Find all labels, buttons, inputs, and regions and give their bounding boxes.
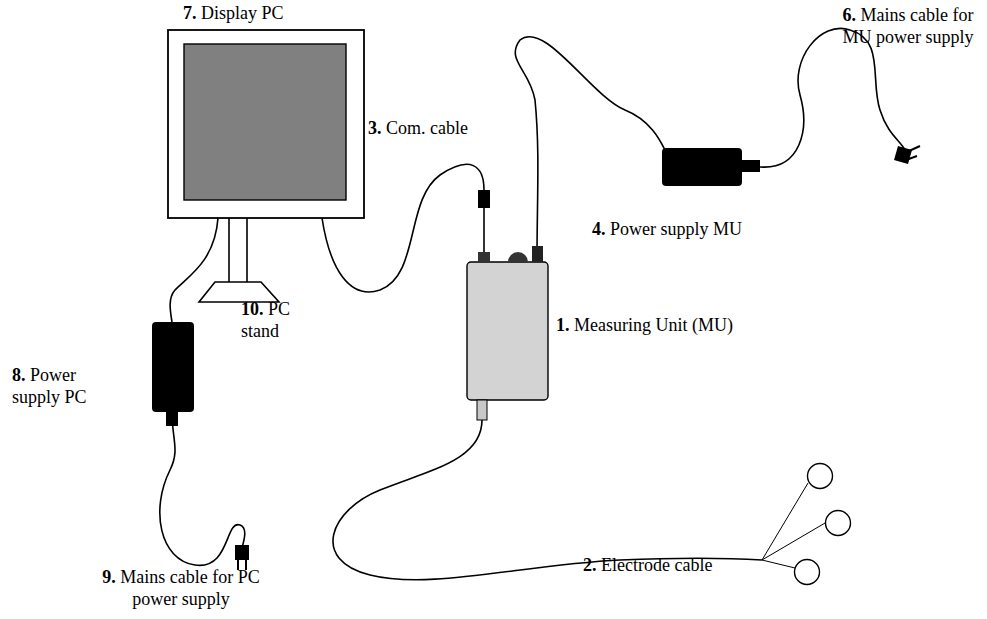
callout-number: 2. (583, 555, 597, 575)
stand-pole (229, 218, 247, 282)
part-name: Com. cable (386, 118, 468, 138)
callout-number: 4. (592, 219, 606, 239)
electrode-leads (762, 483, 825, 568)
part-label: 4. Power supply MU (592, 218, 792, 240)
callout-number: 7. (183, 3, 197, 23)
com-socket (478, 252, 490, 262)
part-label: 6. Mains cable for MU power supply (832, 4, 984, 48)
pc-power-cable (170, 218, 218, 322)
part-label: 1. Measuring Unit (MU) (556, 314, 776, 336)
callout-number: 9. (102, 567, 116, 587)
callout-number: 8. (12, 365, 26, 385)
mains-plug (894, 146, 912, 164)
callout-number: 1. (556, 315, 570, 335)
part-label: 8. Power supply PC (12, 364, 98, 408)
part-name: Display PC (201, 3, 284, 23)
electrode-connector (477, 400, 487, 420)
mu-power-supply (662, 148, 742, 186)
callout-number: 10. (241, 299, 264, 319)
part-name: Measuring Unit (MU) (574, 315, 733, 335)
electrode-cable (333, 420, 762, 580)
electrode (795, 560, 820, 585)
dc-plug (742, 160, 760, 172)
callout-number: 6. (843, 5, 857, 25)
stand-base (199, 282, 279, 302)
part-label: 3. Com. cable (368, 117, 498, 139)
part-name: Electrode cable (601, 555, 712, 575)
monitor-frame (168, 30, 364, 218)
mu-mains-cable (760, 28, 905, 167)
part-label: 7. Display PC (183, 2, 383, 24)
measuring-unit (467, 262, 548, 400)
plug-prongs (906, 146, 920, 160)
part-name: Power supply MU (610, 219, 742, 239)
pc-power-supply (152, 322, 194, 412)
part-name: Mains cable for PC power supply (120, 567, 259, 609)
power-plug (532, 246, 543, 262)
callout-number: 3. (368, 118, 382, 138)
electrode (826, 511, 851, 536)
pc-mains-cable (160, 412, 245, 565)
switch-knob (508, 252, 528, 262)
mains-plug (235, 545, 249, 560)
part-label: 2. Electrode cable (583, 554, 783, 576)
monitor-screen (184, 44, 346, 200)
electrode (808, 464, 833, 489)
part-label: 10. PC stand (241, 298, 303, 342)
com-plug (478, 190, 490, 208)
part-label: 9. Mains cable for PC power supply (85, 566, 277, 610)
part-name: Mains cable for MU power supply (843, 5, 974, 47)
